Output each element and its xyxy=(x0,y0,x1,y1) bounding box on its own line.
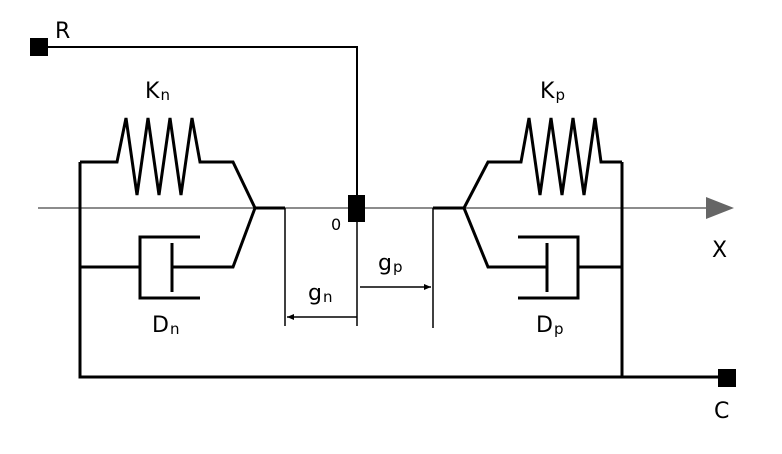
spring-kn-label: Kn xyxy=(145,79,170,104)
gap-indicators xyxy=(284,208,434,328)
node-r-label: R xyxy=(55,19,70,44)
x-axis-label: X xyxy=(712,238,727,263)
left-frame-wire xyxy=(78,162,622,379)
damper-dn-rod-right xyxy=(172,207,257,269)
origin-block xyxy=(348,195,365,222)
gap-p-label: gp xyxy=(378,251,403,276)
damper-dp-label: Dp xyxy=(536,313,563,338)
x-axis: X xyxy=(38,197,734,263)
x-axis-arrowhead xyxy=(706,197,734,219)
node-c-terminal xyxy=(718,369,736,387)
gap-n-label: gn xyxy=(308,281,332,306)
reference-wire xyxy=(38,46,358,200)
origin-label: 0 xyxy=(331,215,341,234)
positive-side-assembly xyxy=(433,117,624,377)
spring-kp xyxy=(462,117,622,209)
node-r-terminal xyxy=(30,38,48,56)
spring-kp-label: Kp xyxy=(540,79,565,104)
damper-dp-rod-left xyxy=(462,207,547,269)
node-c-label: C xyxy=(714,399,729,424)
negative-side-assembly xyxy=(78,117,622,379)
damper-dn-cylinder xyxy=(138,235,200,300)
spring-kn xyxy=(80,117,257,209)
reference-connection xyxy=(38,46,358,200)
damper-dn-label: Dn xyxy=(152,313,179,338)
